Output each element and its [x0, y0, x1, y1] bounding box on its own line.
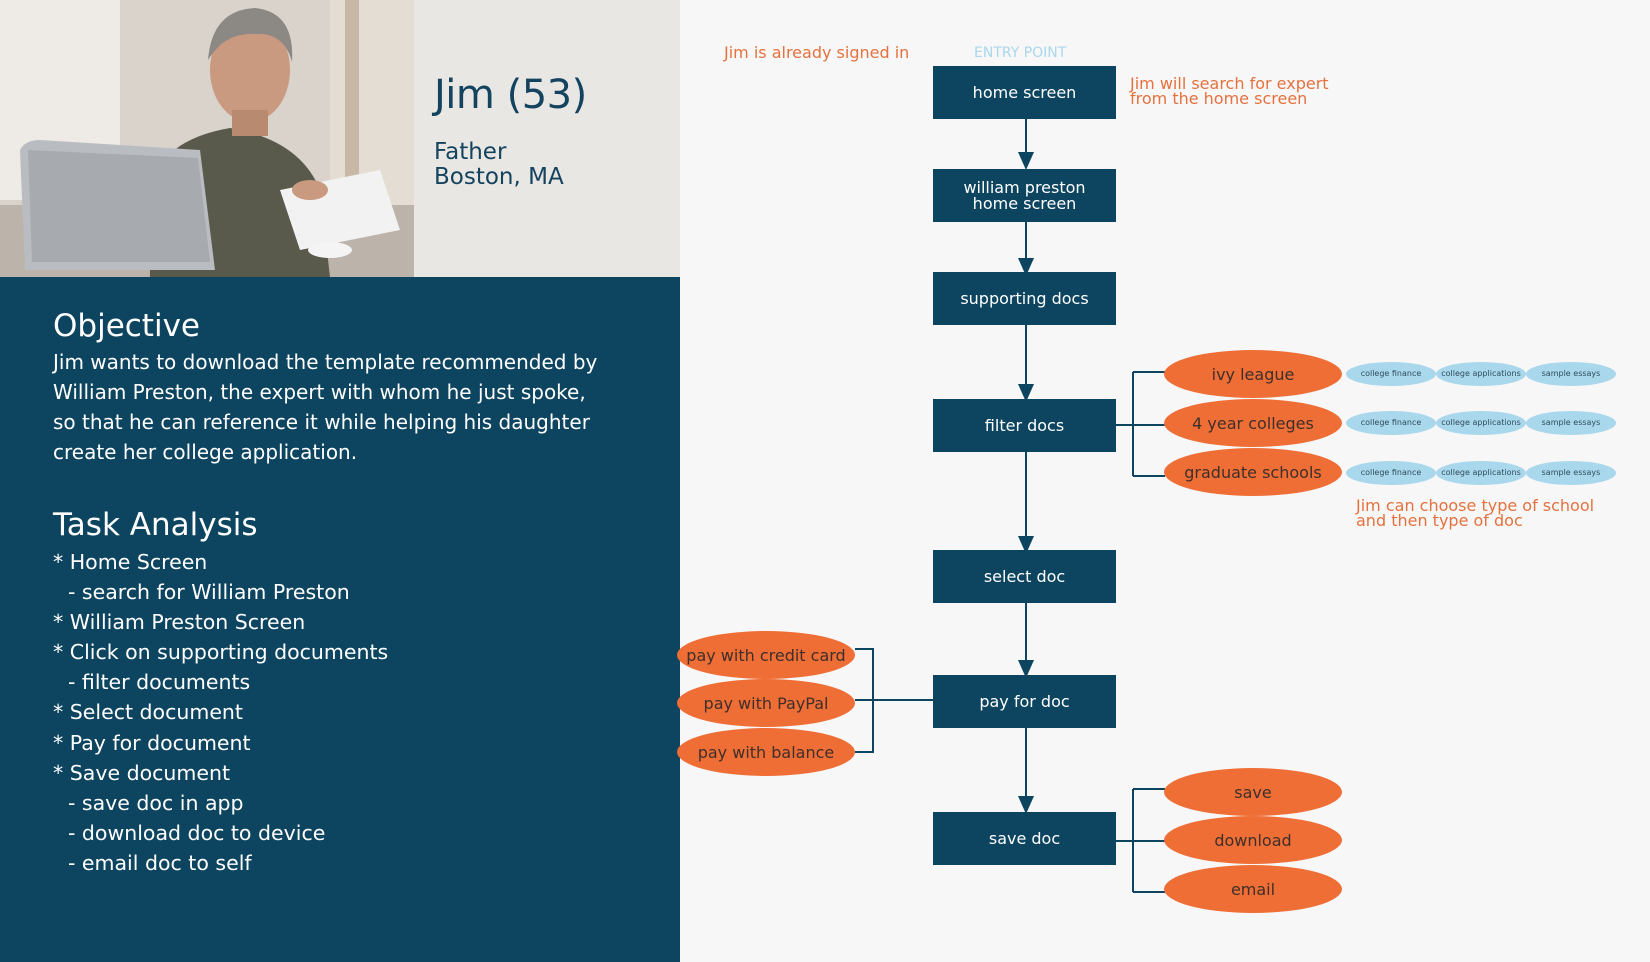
- step-filter-docs: filter docs: [933, 399, 1116, 452]
- objective-text: Jim wants to download the template recom…: [53, 350, 598, 464]
- task-item: * William Preston Screen: [53, 610, 306, 635]
- persona-photo: [0, 0, 414, 277]
- task-item: * Home Screen: [53, 550, 208, 574]
- task-subitem: - email doc to self: [68, 850, 252, 875]
- note-signed-in: Jim is already signed in: [724, 43, 910, 62]
- filter-option-ivy-league: ivy league: [1164, 350, 1342, 398]
- doc-type-tag: college applications: [1436, 362, 1526, 386]
- persona-column: Jim (53) Father Boston, MA Objective Jim…: [0, 0, 680, 962]
- doc-type-tag: sample essays: [1526, 461, 1616, 485]
- task-subitem: - search for William Preston: [68, 580, 350, 605]
- save-option-email: email: [1164, 865, 1342, 913]
- task-subitem: - save doc in app: [68, 790, 244, 815]
- step-save-doc: save doc: [933, 812, 1116, 865]
- doc-type-tag: sample essays: [1526, 362, 1616, 386]
- doc-type-tag: sample essays: [1526, 411, 1616, 435]
- task-item: * Save document: [53, 760, 231, 785]
- objective-panel: Objective Jim wants to download the temp…: [0, 277, 680, 962]
- persona-location: Boston, MA: [434, 164, 564, 190]
- payment-bracket: [855, 648, 933, 753]
- payment-option-balance: pay with balance: [677, 728, 855, 776]
- task-subitem: - download doc to device: [68, 820, 326, 845]
- step-william-preston-screen: william preston home screen: [933, 169, 1116, 222]
- persona-name: Jim (53): [434, 72, 587, 118]
- entry-point-label: ENTRY POINT: [974, 45, 1067, 61]
- user-flow-diagram: Jim is already signed in ENTRY POINT Jim…: [677, 0, 1650, 962]
- step-select-doc: select doc: [933, 550, 1116, 603]
- step-pay-for-doc: pay for doc: [933, 675, 1116, 728]
- payment-option-credit-card: pay with credit card: [677, 631, 855, 679]
- task-list: * Home Screen - search for William Prest…: [53, 547, 388, 878]
- objective-heading: Objective: [53, 308, 200, 344]
- save-option-save: save: [1164, 768, 1342, 816]
- note-filter: Jim can choose type of school and then t…: [1356, 496, 1595, 530]
- save-bracket: [1115, 788, 1165, 893]
- task-subitem: - filter documents: [68, 670, 251, 695]
- note-search: Jim will search for expert from the home…: [1130, 74, 1329, 108]
- payment-option-paypal: pay with PayPal: [677, 679, 855, 727]
- step-supporting-docs: supporting docs: [933, 272, 1116, 325]
- doc-type-tag: college applications: [1436, 461, 1526, 485]
- persona-card: Jim (53) Father Boston, MA: [414, 0, 680, 277]
- doc-type-tag: college finance: [1346, 411, 1436, 435]
- doc-type-tag: college applications: [1436, 411, 1526, 435]
- task-analysis-heading: Task Analysis: [53, 507, 258, 543]
- filter-option-graduate-schools: graduate schools: [1164, 448, 1342, 496]
- filter-option-4-year-colleges: 4 year colleges: [1164, 399, 1342, 447]
- persona-photo-illustration: [0, 0, 414, 277]
- flow-connectors: [855, 119, 1165, 893]
- doc-type-tag: college finance: [1346, 362, 1436, 386]
- step-home-screen: home screen: [933, 66, 1116, 119]
- task-item: * Pay for document: [53, 730, 251, 755]
- save-option-download: download: [1164, 816, 1342, 864]
- doc-type-tag: college finance: [1346, 461, 1436, 485]
- task-item: * Select document: [53, 700, 243, 725]
- task-item: * Click on supporting documents: [53, 640, 389, 665]
- persona-role: Father: [434, 139, 507, 165]
- filter-bracket: [1115, 371, 1165, 477]
